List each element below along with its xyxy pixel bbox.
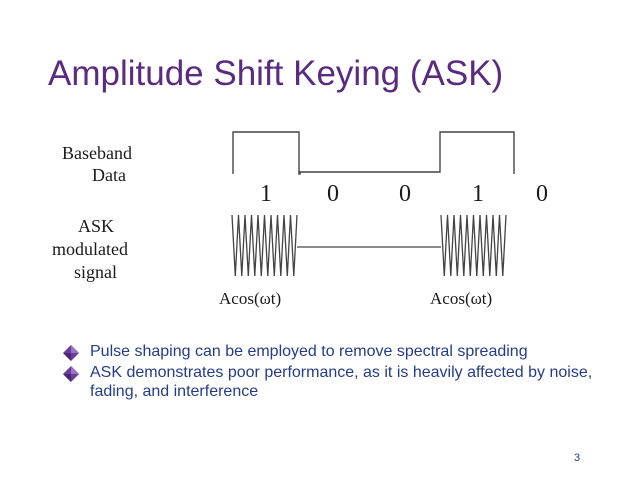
bit-label-4: 1 bbox=[472, 181, 484, 207]
bit-label-5: 0 bbox=[536, 181, 548, 207]
slide-title: Amplitude Shift Keying (ASK) bbox=[48, 54, 504, 93]
bullet-text: ASK demonstrates poor performance, as it… bbox=[90, 364, 593, 400]
page-number: 3 bbox=[574, 452, 581, 464]
diamond-bullet-icon bbox=[63, 345, 79, 361]
ask-burst-2 bbox=[440, 214, 507, 277]
ask-burst-1 bbox=[231, 214, 298, 277]
bit-label-1: 1 bbox=[260, 181, 272, 207]
bullet-list: Pulse shaping can be employed to remove … bbox=[62, 342, 602, 403]
carrier-label-1: Acos(ωt) bbox=[219, 289, 282, 308]
carrier-label-2: Acos(ωt) bbox=[430, 289, 493, 308]
baseband-label-line-1: Baseband bbox=[62, 143, 132, 163]
ask-label-line-1: ASK bbox=[78, 216, 115, 236]
baseband-label-line-2: Data bbox=[92, 165, 126, 185]
baseband-waveform bbox=[232, 131, 515, 175]
ask-label-line-2: modulated bbox=[52, 239, 128, 259]
bullet-item: Pulse shaping can be employed to remove … bbox=[62, 342, 602, 361]
bullet-text: Pulse shaping can be employed to remove … bbox=[90, 343, 528, 360]
diamond-bullet-icon bbox=[63, 366, 79, 382]
bullet-item: ASK demonstrates poor performance, as it… bbox=[62, 363, 602, 401]
bit-label-3: 0 bbox=[399, 181, 411, 207]
bit-label-2: 0 bbox=[327, 181, 339, 207]
ask-label-line-3: signal bbox=[74, 262, 117, 282]
